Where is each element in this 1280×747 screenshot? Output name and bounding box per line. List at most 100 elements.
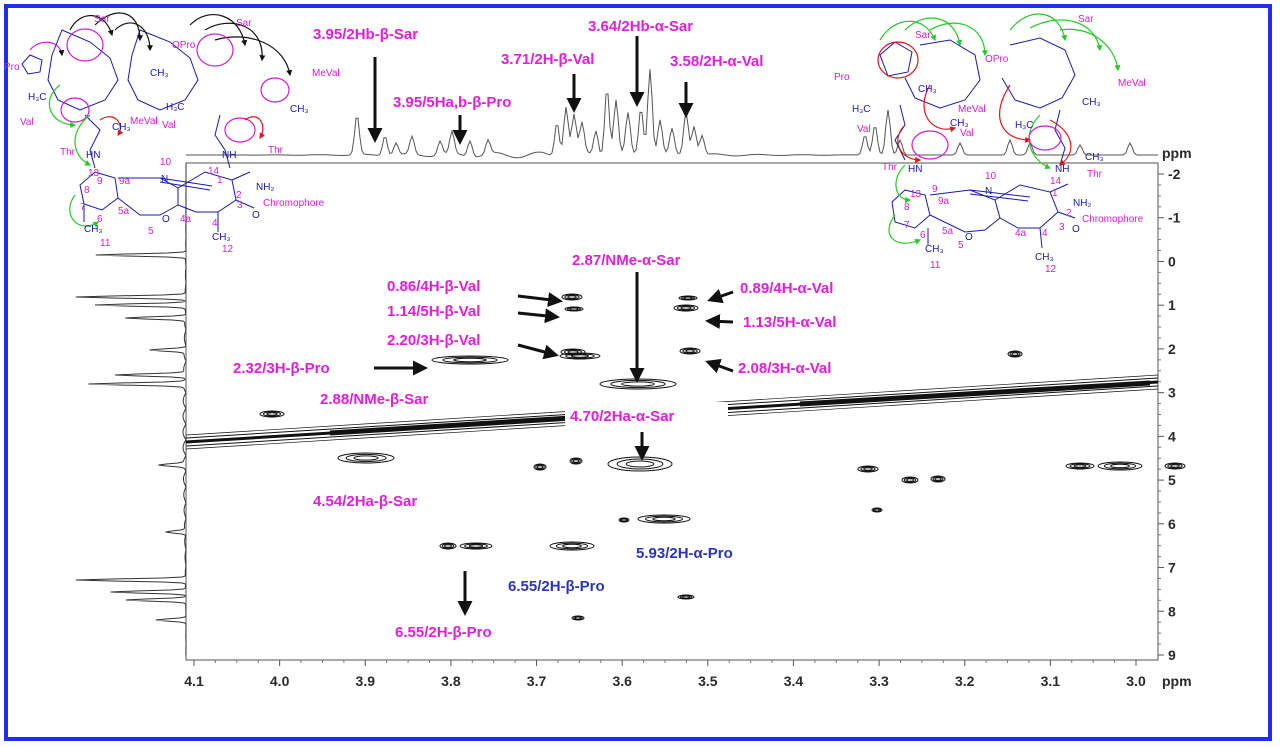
x-tick-label: 3.7 [527, 673, 547, 689]
y-tick-label: 5 [1168, 472, 1176, 488]
cross-peak-contour [857, 465, 879, 473]
svg-text:OPro: OPro [172, 40, 196, 51]
cross-peak-contour [676, 305, 696, 311]
y-tick-label: 7 [1168, 560, 1176, 576]
cross-peak-contour [680, 306, 692, 310]
label-3-95-b-sar: 3.95/2Hb-β-Sar [313, 26, 418, 43]
left-1d-spectrum-trace [75, 163, 187, 655]
cross-peak-contour [453, 357, 487, 363]
cross-peak-contour [459, 542, 493, 550]
cross-peak-contour [673, 304, 699, 312]
y-tick-label: 6 [1168, 516, 1176, 532]
svg-text:CH₃: CH₃ [112, 122, 131, 133]
svg-text:4: 4 [1042, 228, 1048, 239]
label-4-54-b-sar: 4.54/2Ha-β-Sar [313, 493, 417, 510]
y-tick-label: -2 [1168, 166, 1181, 182]
svg-text:5: 5 [958, 240, 964, 251]
x-tick-label: 3.5 [698, 673, 718, 689]
cross-peak-contour [570, 354, 590, 358]
label-3-58-a-val: 3.58/2H-α-Val [670, 53, 763, 70]
svg-text:5a: 5a [942, 226, 954, 237]
svg-text:4a: 4a [1015, 228, 1027, 239]
y-tick-label: -1 [1168, 210, 1181, 226]
svg-text:8: 8 [84, 185, 90, 196]
cross-peak-contour [262, 411, 282, 417]
cross-peak-contour [863, 467, 873, 471]
x-tick-label: 3.9 [356, 673, 376, 689]
y-axis-unit: ppm [1162, 145, 1192, 161]
x-tick-label: 3.2 [955, 673, 975, 689]
y-tick-label: 4 [1168, 428, 1176, 444]
svg-text:Chromophore: Chromophore [263, 198, 325, 209]
svg-text:Chromophore: Chromophore [1082, 214, 1144, 225]
svg-text:CH₃: CH₃ [1085, 152, 1104, 163]
cross-peak-contour [464, 543, 488, 549]
svg-text:Sar: Sar [1078, 14, 1094, 25]
svg-text:H₃C: H₃C [852, 104, 871, 115]
cross-peak-contour [1073, 464, 1087, 468]
label-0-89-a-val: 0.89/4H-α-Val [740, 280, 833, 297]
svg-text:N: N [985, 186, 992, 197]
cross-peak-contour [932, 476, 944, 482]
svg-text:9: 9 [932, 184, 938, 195]
cross-peak-contour [901, 476, 919, 484]
cross-peak-contour [874, 508, 880, 512]
svg-text:CH₃: CH₃ [1082, 97, 1101, 108]
svg-text:5a: 5a [118, 206, 130, 217]
cross-peak-contour [574, 616, 582, 620]
cross-peak-contour [533, 463, 547, 471]
svg-text:CH₃: CH₃ [950, 118, 969, 129]
svg-text:3: 3 [1059, 222, 1065, 233]
cross-peak-contour [535, 464, 545, 470]
cross-peak-contour [564, 294, 580, 300]
cross-peak-contour [683, 296, 693, 300]
y-tick-label: 3 [1168, 385, 1176, 401]
x-tick-label: 3.4 [784, 673, 804, 689]
svg-text:H₃C: H₃C [28, 92, 47, 103]
svg-text:Thr: Thr [882, 162, 898, 173]
svg-text:12: 12 [222, 244, 234, 255]
cross-peak-contour [431, 355, 509, 365]
molecule-structure-right: Sar Sar Pro OPro MeVal MeVal Val Val Thr… [834, 13, 1146, 275]
x-axis-unit: ppm [1162, 673, 1192, 689]
svg-text:Pro: Pro [834, 72, 850, 83]
cross-peak-contour [569, 307, 579, 311]
cross-peak-contour [1097, 461, 1143, 471]
cross-peak-contour [1069, 463, 1091, 469]
cross-peak-contour [569, 457, 583, 465]
svg-text:NH: NH [1055, 164, 1069, 175]
label-1-13-a-val: 1.13/5H-α-Val [743, 314, 836, 331]
x-tick-label: 4.0 [270, 673, 290, 689]
y-tick-label: 1 [1168, 297, 1176, 313]
svg-text:CH₃: CH₃ [918, 84, 937, 95]
cross-peak-contour [572, 459, 580, 463]
label-1-14-b-val: 1.14/5H-β-Val [387, 303, 480, 320]
svg-text:CH₃: CH₃ [290, 104, 309, 115]
label-mask [565, 402, 728, 438]
svg-text:2: 2 [1066, 208, 1072, 219]
cross-peak-contour [442, 356, 498, 364]
x-tick-label: 3.3 [869, 673, 889, 689]
cross-peak-contour [1110, 463, 1130, 469]
cross-peak-contour [468, 544, 484, 548]
x-tick-label: 3.0 [1126, 673, 1146, 689]
y-tick-label: 2 [1168, 341, 1176, 357]
cross-peak-contour [678, 295, 698, 301]
cross-peak-contour [652, 516, 676, 522]
label-3-64-a-sar: 3.64/2Hb-α-Sar [588, 18, 693, 35]
cross-peak-contour [860, 466, 876, 472]
cross-peak-contour [637, 514, 691, 524]
svg-text:O: O [965, 232, 973, 243]
cross-peak-contour [562, 543, 582, 549]
svg-text:MeVal: MeVal [312, 68, 340, 79]
plot-area [185, 162, 1159, 661]
label-6-55-b-pro: 6.55/2H-β-Pro [395, 624, 492, 641]
svg-text:10: 10 [160, 157, 172, 168]
svg-text:5: 5 [148, 226, 154, 237]
cross-peak-contour [266, 412, 278, 416]
svg-text:1: 1 [1052, 188, 1058, 199]
svg-text:9: 9 [97, 176, 103, 187]
x-tick-label: 3.6 [612, 673, 632, 689]
svg-text:Thr: Thr [60, 147, 76, 158]
